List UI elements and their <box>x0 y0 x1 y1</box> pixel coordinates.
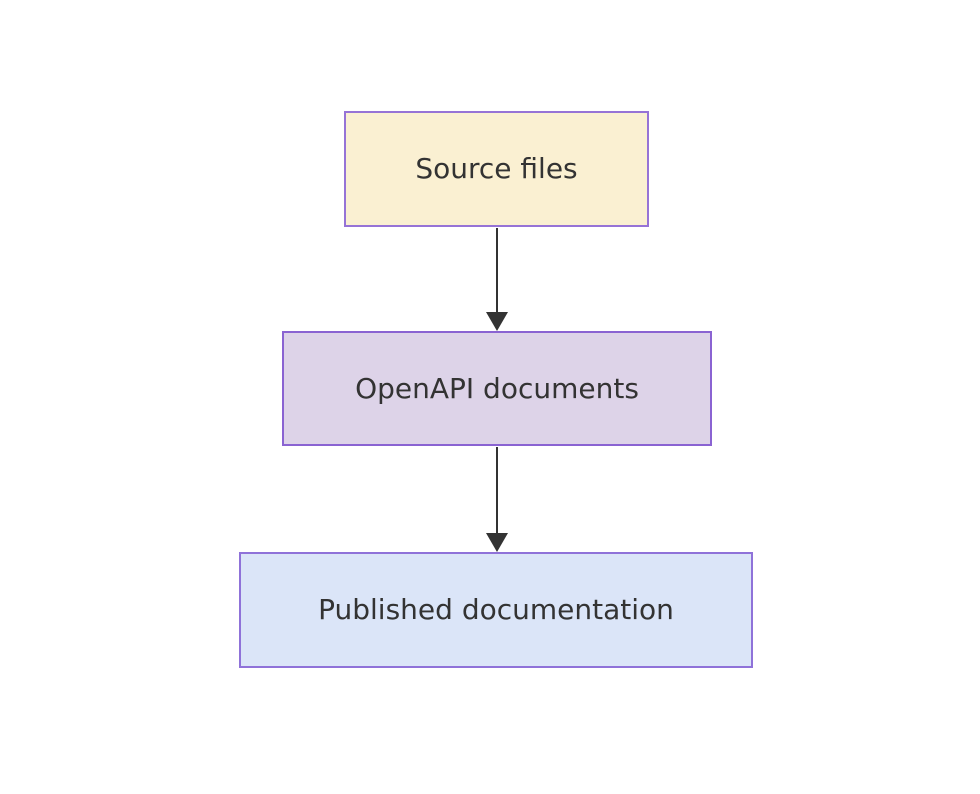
node-published-documentation-label: Published documentation <box>318 593 674 627</box>
node-openapi-documents: OpenAPI documents <box>282 331 712 446</box>
node-source-files-label: Source files <box>415 152 578 186</box>
arrow-source-to-openapi <box>486 228 508 331</box>
arrow-openapi-to-published <box>486 447 508 552</box>
node-openapi-documents-label: OpenAPI documents <box>355 371 639 405</box>
node-published-documentation: Published documentation <box>239 552 753 668</box>
node-source-files: Source files <box>344 111 649 227</box>
